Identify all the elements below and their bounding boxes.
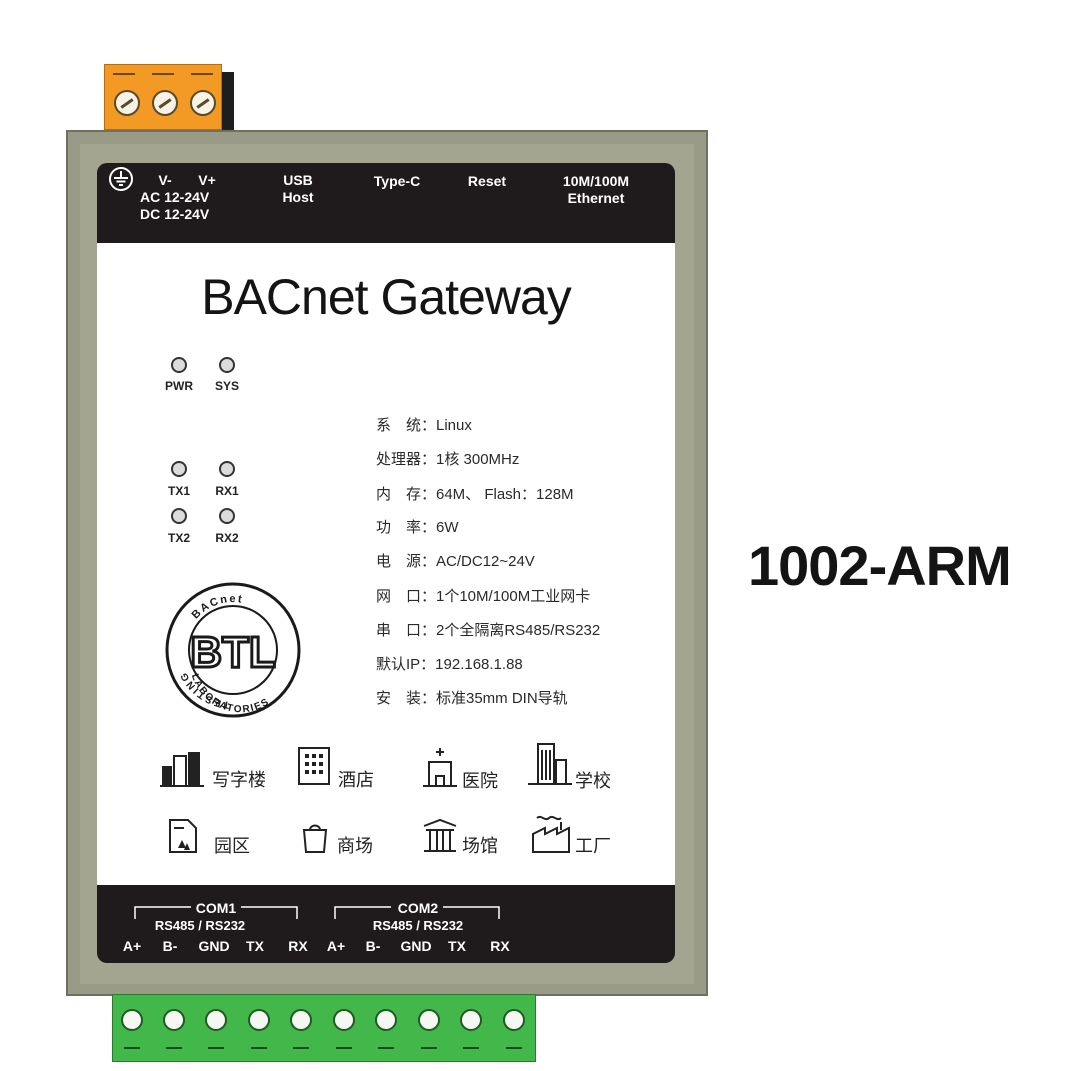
venue-icon (423, 818, 457, 852)
com2-pin-gnd: GND (400, 938, 432, 954)
app-hotel-label: 酒店 (338, 770, 374, 790)
terminal-hole-icon (460, 1009, 482, 1031)
tx1-led-icon (171, 461, 187, 477)
app-mall-label: 商场 (337, 836, 373, 856)
com1-pin-rx: RX (288, 938, 308, 954)
terminal-hole-icon (503, 1009, 525, 1031)
com1-pin-b: B- (162, 938, 178, 954)
rx1-led-label: RX1 (215, 484, 239, 498)
device-title: BACnet Gateway (201, 269, 572, 325)
ethernet-label: Ethernet (567, 190, 625, 206)
sys-led-icon (219, 357, 235, 373)
tx1-led-label: TX1 (167, 484, 190, 498)
ground-icon (109, 167, 133, 191)
com-bracket-lines (134, 906, 500, 919)
tx2-led-icon (171, 508, 187, 524)
terminal-hole-icon (248, 1009, 270, 1031)
com1-protocol-label: RS485 / RS232 (154, 918, 246, 933)
app-school-label: 学校 (575, 771, 611, 791)
screw-icon (114, 90, 140, 116)
terminal-hole-icon (205, 1009, 227, 1031)
spec-supply: 电 源：AC/DC12~24V (376, 553, 535, 570)
usb-label: USB (283, 172, 313, 188)
terminal-hole-icon (418, 1009, 440, 1031)
spec-memory: 内 存：64M、 Flash：128M (376, 486, 574, 503)
app-venue-label: 场馆 (462, 836, 498, 856)
spec-serial: 串 口：2个全隔离RS485/RS232 (376, 622, 601, 639)
hospital-icon (423, 748, 457, 787)
pwr-led-label: PWR (165, 379, 193, 393)
power-terminal-block (104, 64, 222, 130)
pwr-led-icon (171, 357, 187, 373)
com2-pin-a: A+ (326, 938, 346, 954)
ethernet-speed-label: 10M/100M (562, 173, 630, 189)
terminal-hole-icon (163, 1009, 185, 1031)
spec-mounting: 安 装：标准35mm DIN导轨 (376, 690, 568, 707)
typec-label: Type-C (373, 173, 421, 189)
app-park-label: 园区 (214, 836, 250, 856)
com1-pin-tx: TX (246, 938, 264, 954)
spec-network: 网 口：1个10M/100M工业网卡 (376, 588, 591, 605)
tx2-led-label: TX2 (167, 531, 190, 545)
terminal-hole-icon (121, 1009, 143, 1031)
spec-os: 系 统：Linux (376, 417, 472, 434)
park-icon (169, 819, 197, 853)
terminal-hole-icon (333, 1009, 355, 1031)
shopping-bag-icon (302, 824, 328, 853)
spec-default-ip: 默认IP：192.168.1.88 (376, 656, 523, 673)
terminal-shadow (222, 72, 234, 130)
app-hospital-label: 医院 (462, 771, 498, 791)
v-minus-label: V- (158, 172, 172, 188)
rx2-led-label: RX2 (215, 531, 239, 545)
terminal-hole-icon (290, 1009, 312, 1031)
model-number: 1002-ARM (748, 534, 1012, 597)
spec-cpu: 处理器：1核 300MHz (376, 451, 520, 468)
reset-label: Reset (467, 173, 507, 189)
com2-pin-b: B- (365, 938, 381, 954)
usb-host-label: Host (282, 189, 314, 205)
power-ac-label: AC 12-24V (140, 189, 210, 205)
bottom-port-label-band (97, 885, 675, 963)
factory-icon (532, 815, 570, 853)
com2-label: COM2 (397, 900, 439, 916)
serial-terminal-block (112, 994, 536, 1062)
btl-logo: BACnet TESTING LABORATORIES BTL (165, 582, 301, 718)
rx2-led-icon (219, 508, 235, 524)
btl-letters: BTL (190, 628, 276, 677)
screw-icon (190, 90, 216, 116)
spec-power: 功 率：6W (376, 519, 459, 536)
com1-label: COM1 (195, 900, 237, 916)
school-icon (528, 743, 572, 785)
com2-pin-rx: RX (490, 938, 510, 954)
com2-pin-tx: TX (448, 938, 466, 954)
sys-led-label: SYS (214, 379, 239, 393)
screw-icon (152, 90, 178, 116)
power-dc-label: DC 12-24V (140, 206, 210, 222)
app-office-label: 写字楼 (212, 770, 266, 790)
office-building-icon (160, 752, 204, 787)
top-port-label-band (97, 163, 675, 243)
v-plus-label: V+ (198, 172, 216, 188)
terminal-hole-icon (375, 1009, 397, 1031)
rx1-led-icon (219, 461, 235, 477)
com2-protocol-label: RS485 / RS232 (372, 918, 464, 933)
hotel-icon (298, 747, 330, 785)
app-factory-label: 工厂 (575, 836, 611, 856)
com1-pin-gnd: GND (198, 938, 230, 954)
com1-pin-a: A+ (122, 938, 142, 954)
